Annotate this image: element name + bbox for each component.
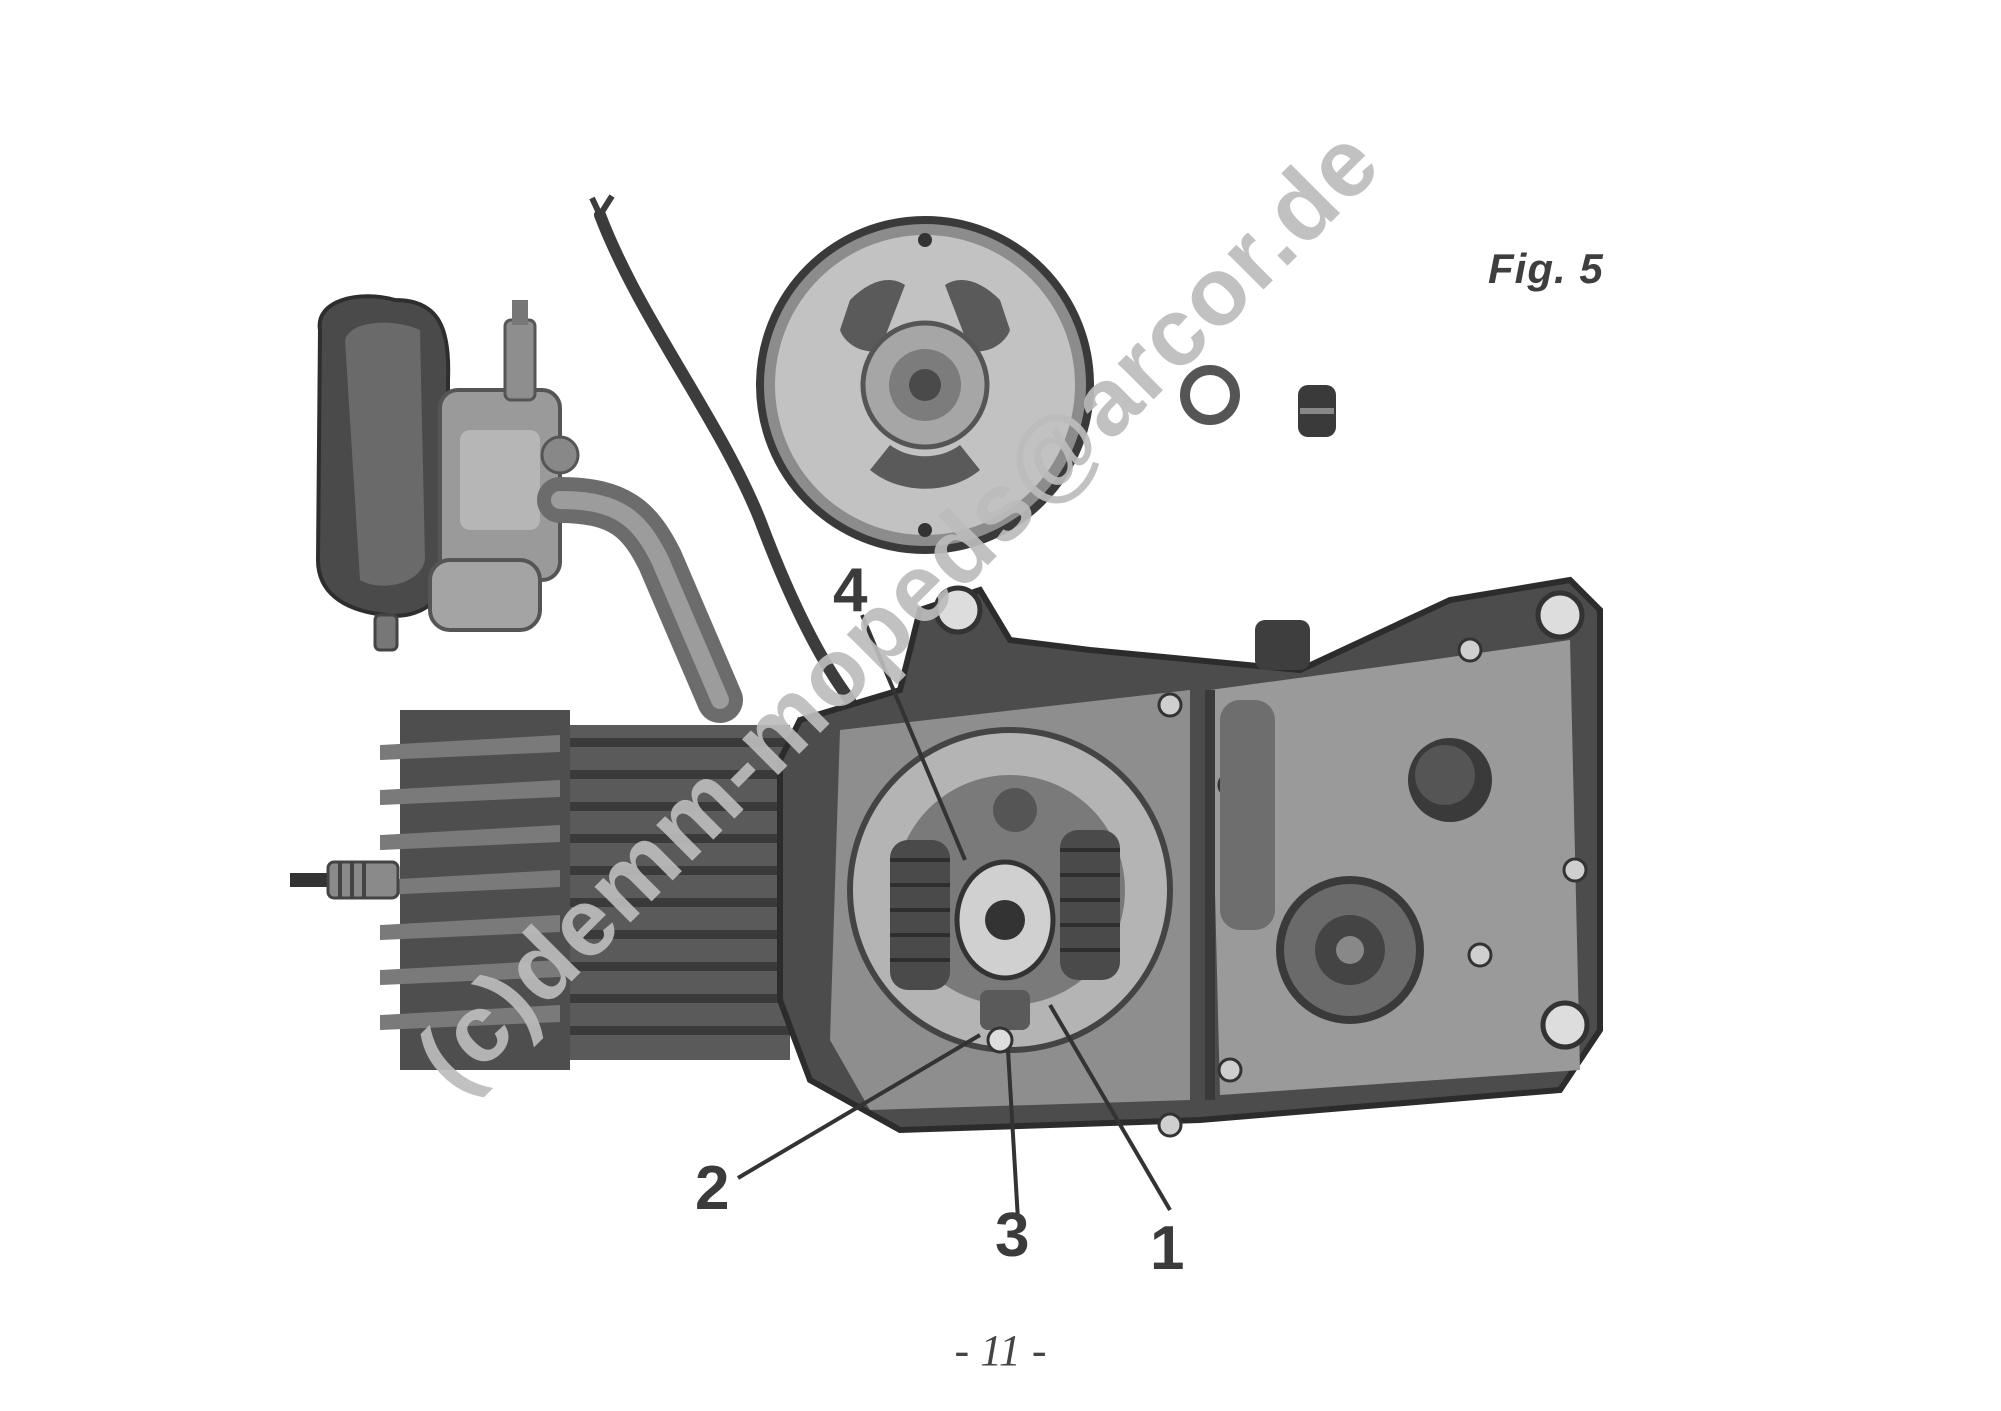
carburetor xyxy=(428,300,580,632)
flywheel xyxy=(756,216,1094,554)
callout-4: 4 xyxy=(833,556,868,625)
spark-plug xyxy=(290,860,400,900)
callout-1: 1 xyxy=(1150,1214,1185,1283)
callout-leader-lines xyxy=(736,614,1172,1221)
callout-2: 2 xyxy=(695,1154,730,1223)
ignition-wire xyxy=(589,194,856,706)
figure-label: Fig. 5 xyxy=(1488,245,1604,292)
cylinder xyxy=(560,725,790,1060)
callout-3: 3 xyxy=(995,1201,1030,1270)
stator-plate xyxy=(847,727,1173,1054)
woodruff-key xyxy=(1298,385,1336,437)
cylinder-head xyxy=(380,710,570,1070)
washer xyxy=(1180,365,1240,425)
page-number: - 11 - xyxy=(954,1326,1047,1375)
intake-pipe xyxy=(537,477,743,723)
